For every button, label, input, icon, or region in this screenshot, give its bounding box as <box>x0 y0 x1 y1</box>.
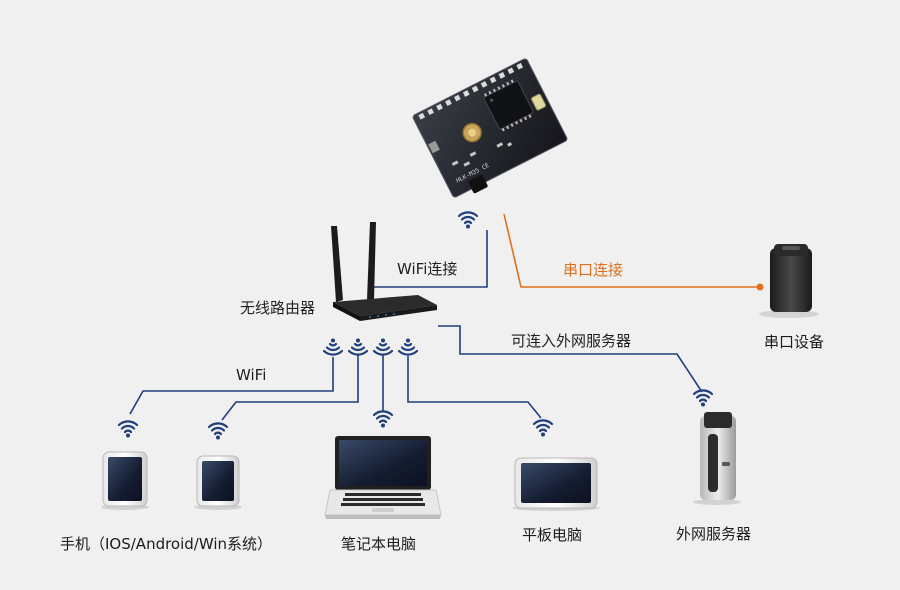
phone-device <box>101 451 149 510</box>
tablet-device <box>512 457 600 511</box>
wifi-signal-icon <box>532 419 554 438</box>
wifi-connect-label: WiFi连接 <box>397 260 458 278</box>
wifi-signal-icon <box>457 211 479 230</box>
server-device <box>693 412 741 505</box>
serial-device <box>759 244 819 318</box>
tablet-label: 平板电脑 <box>522 526 583 544</box>
phone-device <box>194 455 242 510</box>
serial-connect-label: 串口连接 <box>563 261 624 279</box>
router-label: 无线路由器 <box>240 299 316 317</box>
internet-link <box>438 325 703 393</box>
router <box>331 222 437 321</box>
wifi-signal-icon <box>692 389 714 408</box>
tablet-link <box>407 356 542 419</box>
laptop-label: 笔记本电脑 <box>341 535 417 553</box>
laptop-device <box>324 436 442 519</box>
wifi-module: HLK-M35 CE <box>412 58 568 198</box>
phone-label: 手机（IOS/Android/Win系统） <box>60 535 273 553</box>
wifi-signal-icon <box>347 337 369 356</box>
phone2-link <box>221 355 359 421</box>
wifi-signal-icon <box>207 422 229 441</box>
wifi-signal-icon <box>372 410 394 429</box>
server-label: 外网服务器 <box>676 525 752 543</box>
serial-device-label: 串口设备 <box>764 333 825 351</box>
wifi-label: WiFi <box>236 366 267 384</box>
wifi-signal-icon <box>397 337 419 356</box>
wifi-link-module-router <box>374 230 488 288</box>
serial-link <box>503 213 764 291</box>
wifi-signal-icon <box>372 337 394 356</box>
wifi-signal-icon <box>117 420 139 439</box>
wifi-signal-icon <box>322 337 344 356</box>
internet-link-label: 可连入外网服务器 <box>511 332 632 350</box>
phone1-link <box>129 357 334 415</box>
